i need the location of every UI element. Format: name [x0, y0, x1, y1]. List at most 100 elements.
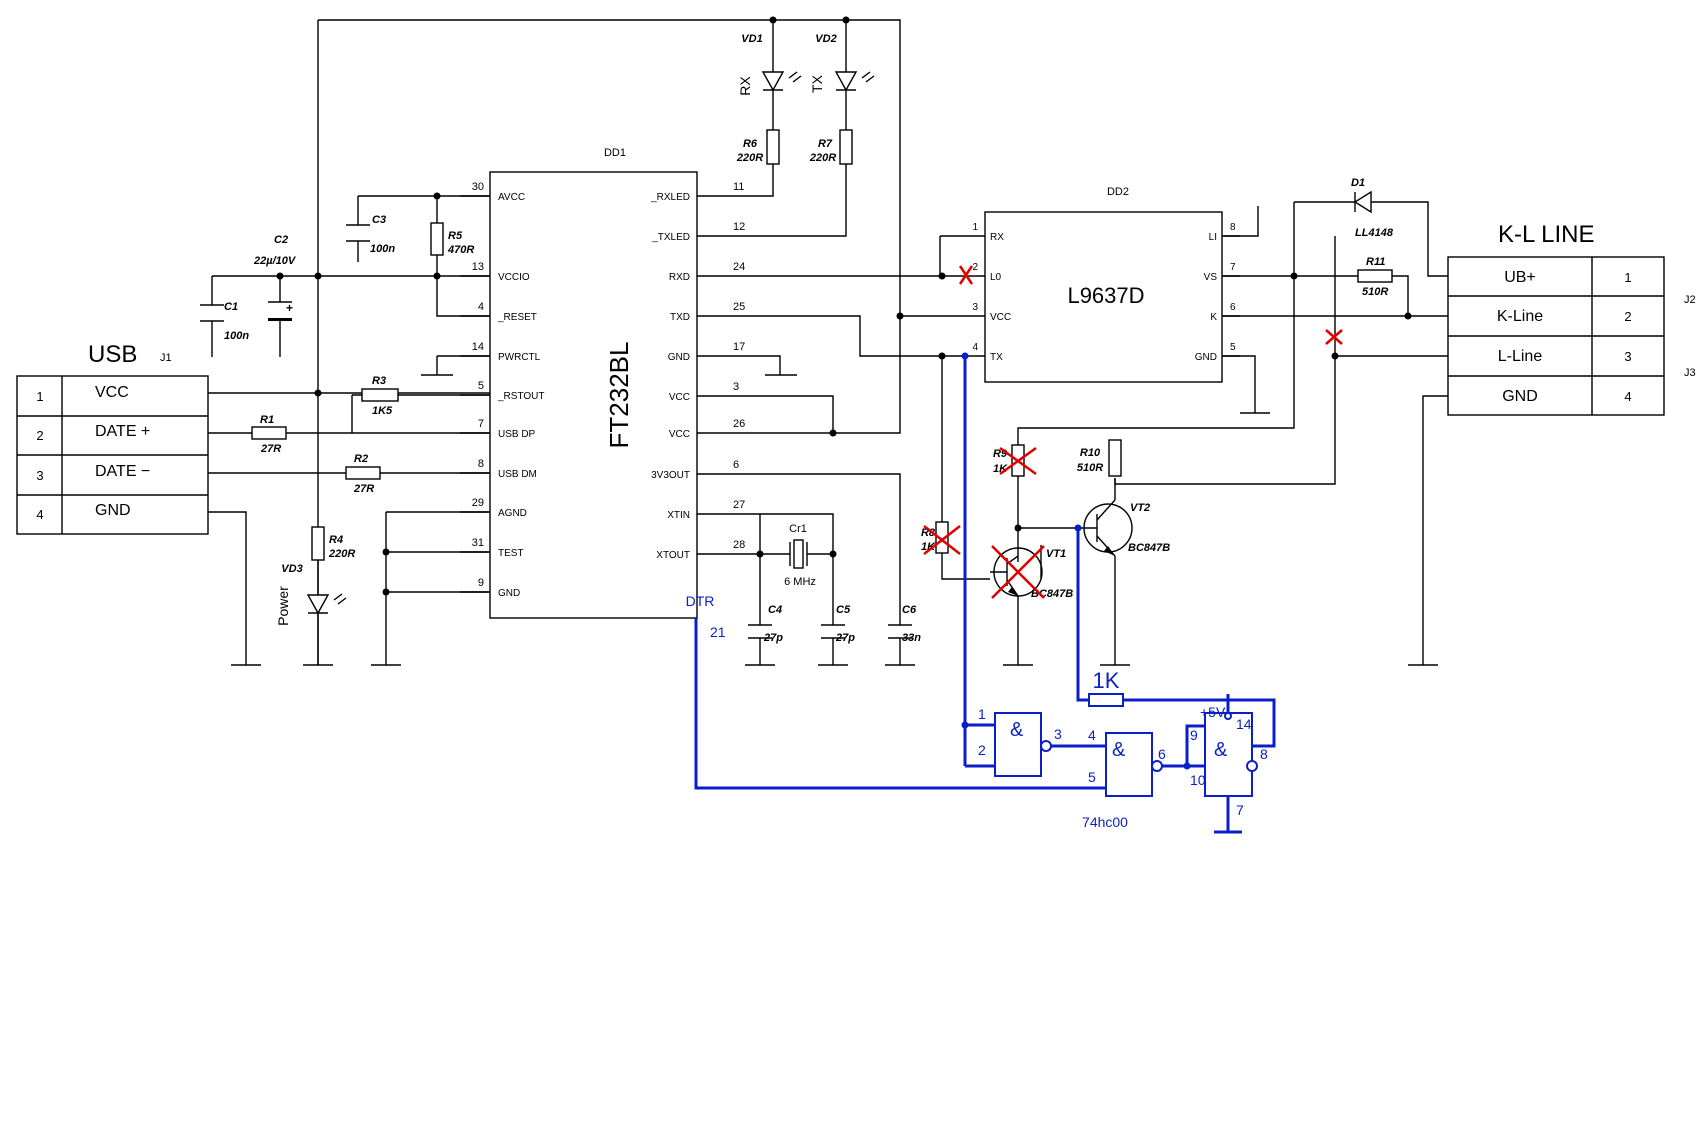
dd2-pin-name: VS [1204, 272, 1218, 283]
gate2-symbol: & [1112, 739, 1126, 761]
dd1-name: FT232BL [604, 342, 634, 449]
dd1-pin-num: 25 [733, 301, 745, 313]
nand-gate-3: & 9 10 8 14 7 +5V [1190, 704, 1268, 818]
dd1-pin-name: USB DP [498, 429, 536, 440]
dd2-pin-name: VCC [990, 312, 1011, 323]
cr1-crystal: Cr1 6 MHz [784, 523, 816, 588]
dd1-dtr-name: DTR [686, 593, 715, 609]
d1-ref: D1 [1351, 177, 1365, 189]
dd1-pin-name: TXD [670, 312, 690, 323]
r4-ref: R4 [329, 534, 343, 546]
dd2-pin-num: 8 [1230, 222, 1236, 233]
r3-resistor: R3 1K5 [361, 375, 399, 417]
r9-resistor: R9 1K [993, 444, 1037, 477]
d1-diode: D1 LL4148 [1351, 177, 1394, 239]
r6-resistor: R6 220R [736, 129, 780, 165]
dd1-pin-num: 12 [733, 221, 745, 233]
dd1-pin-name: AVCC [498, 192, 525, 203]
dd1-pin-name: _RSTOUT [497, 391, 545, 402]
dd1-pin-name: 3V3OUT [651, 470, 690, 481]
r1-ref: R1 [260, 414, 274, 426]
dd2-pin-name: K [1210, 312, 1217, 323]
dd2-pin-num: 6 [1230, 302, 1236, 313]
nand-gate-1: & 1 2 3 [978, 706, 1062, 777]
usb-connector: USB J1 [16, 341, 209, 535]
dd1-pin-num: 7 [478, 418, 484, 430]
dd1-pin-name: _RESET [497, 312, 537, 323]
c4-ref: C4 [768, 604, 782, 616]
dd1-pin-num: 17 [733, 341, 745, 353]
r7-ref: R7 [818, 138, 833, 150]
mod-resistor-value: 1K [1093, 668, 1120, 693]
dd2-name: L9637D [1067, 283, 1144, 308]
vt2-transistor: VT2 BC847B [1080, 499, 1170, 557]
dd1-pin-num: 27 [733, 499, 745, 511]
kline-pin-num: 2 [1624, 309, 1631, 324]
c5-capacitor: C5 27p [821, 604, 855, 644]
dd1-pin-num: 9 [478, 577, 484, 589]
gate2-pin-a: 4 [1088, 727, 1096, 743]
r5-ref: R5 [448, 230, 463, 242]
dd2-pin-num: 3 [972, 302, 978, 313]
r6-value: 220R [736, 152, 763, 164]
dd2-pin-name: LI [1209, 232, 1217, 243]
c2-ref: C2 [274, 234, 288, 246]
gate3-pin-a: 9 [1190, 727, 1198, 743]
dd1-pin-num: 14 [472, 341, 484, 353]
c2-value: 22µ/10V [253, 255, 297, 267]
dd2-pin-num: 2 [972, 262, 978, 273]
r8-ref: R8 [921, 527, 936, 539]
dd2-pin-name: GND [1195, 352, 1217, 363]
dd1-pin-num: 26 [733, 418, 745, 430]
gate2-pin-y: 6 [1158, 746, 1166, 762]
cr1-value: 6 MHz [784, 576, 816, 588]
dd2-pin-name: TX [990, 352, 1003, 363]
usb-pin-name: GND [95, 502, 131, 519]
dd1-chip: DD1 FT232BL DTR 21 [460, 147, 727, 640]
kline-pin-name: GND [1502, 388, 1538, 405]
r6-ref: R6 [743, 138, 758, 150]
usb-ref: J1 [160, 352, 172, 364]
dd2-pin-num: 5 [1230, 342, 1236, 353]
nand-gate-2: & 4 5 6 74hc00 [1082, 727, 1166, 830]
dd1-pin-name: GND [498, 588, 520, 599]
mod-wiring [694, 352, 1276, 834]
r1-value: 27R [260, 443, 281, 455]
usb-pin-num: 4 [36, 507, 43, 522]
r11-ref: R11 [1366, 256, 1385, 268]
dd1-pin-num: 5 [478, 380, 484, 392]
dd1-pin-num: 11 [733, 181, 744, 193]
gate3-pin-vcc: 14 [1236, 716, 1252, 732]
dd2-pin-name: L0 [990, 272, 1002, 283]
c6-value: 33n [902, 632, 921, 644]
gate3-symbol: & [1214, 739, 1228, 761]
r7-value: 220R [809, 152, 836, 164]
kline-ref-top: J2 [1684, 294, 1696, 306]
dd1-pin-name: _RXLED [650, 192, 690, 203]
dd2-pin-num: 7 [1230, 262, 1236, 273]
dd1-pin-name: VCC [669, 392, 690, 403]
dd1-pin-name: RXD [669, 272, 690, 283]
r2-value: 27R [353, 483, 374, 495]
r2-resistor: R2 27R [345, 453, 381, 495]
r4-resistor: R4 220R [311, 526, 355, 561]
dd2-pin-num: 1 [972, 222, 978, 233]
gate1-pin-y: 3 [1054, 726, 1062, 742]
vd2-tag: TX [809, 74, 825, 93]
vd3-led: VD3 Power [275, 563, 347, 626]
mod-chip-label: 74hc00 [1082, 814, 1128, 830]
c2-capacitor: + C2 22µ/10V [253, 234, 297, 321]
vt1-transistor: VT1 BC847B [990, 545, 1073, 600]
dd1-pin-name: XTIN [667, 510, 690, 521]
c1-value: 100n [224, 330, 249, 342]
r1-resistor: R1 27R [251, 414, 287, 455]
dd1-pin-name: VCC [669, 429, 690, 440]
dd1-pin-name: _TXLED [651, 232, 690, 243]
usb-pin-num: 3 [36, 468, 43, 483]
gate3-pin-y: 8 [1260, 746, 1268, 762]
dd1-pin-num: 4 [478, 301, 484, 313]
kline-pin-name: UB+ [1504, 269, 1536, 286]
dd1-pin-name: PWRCTL [498, 352, 541, 363]
r3-ref: R3 [372, 375, 386, 387]
